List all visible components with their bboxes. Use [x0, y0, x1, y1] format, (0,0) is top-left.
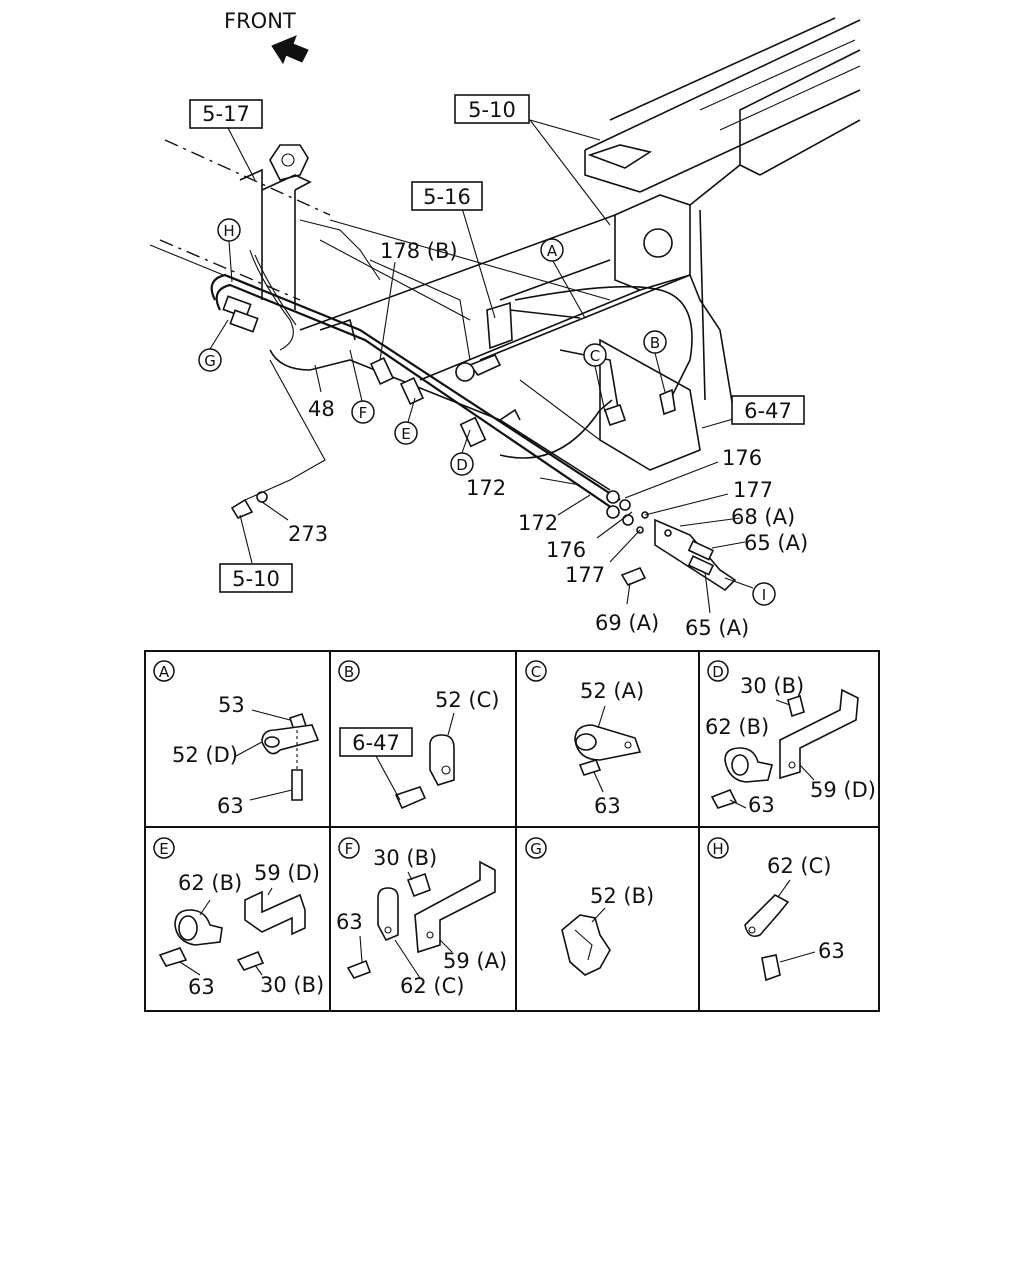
svg-text:59 (D): 59 (D) — [810, 778, 876, 802]
svg-text:E: E — [401, 425, 410, 443]
svg-text:62 (C): 62 (C) — [767, 854, 831, 878]
detail-grid — [144, 650, 880, 1012]
callout-b[interactable]: B — [643, 330, 667, 354]
detail-d: D 30 (B) 62 (B) 59 (D) 63 — [705, 660, 876, 817]
svg-text:H: H — [712, 840, 723, 858]
front-label: FRONT — [224, 9, 296, 33]
brake-pipes — [210, 249, 737, 592]
svg-text:5-16: 5-16 — [423, 185, 471, 209]
label-176-upper: 176 — [722, 446, 762, 470]
label-69a: 69 (A) — [595, 611, 659, 635]
label-65a-lower: 65 (A) — [685, 616, 749, 640]
svg-text:C: C — [531, 663, 541, 681]
svg-text:D: D — [456, 456, 468, 474]
callout-i[interactable]: I — [752, 582, 776, 606]
svg-text:H: H — [223, 222, 234, 240]
svg-text:D: D — [712, 663, 724, 681]
label-48: 48 — [308, 397, 335, 421]
front-arrow-icon — [271, 35, 309, 65]
svg-text:30 (B): 30 (B) — [373, 846, 437, 870]
svg-text:52 (A): 52 (A) — [580, 679, 644, 703]
callout-d[interactable]: D — [450, 452, 474, 476]
ref-box-5-17[interactable]: 5-17 — [189, 99, 263, 129]
label-178b: 178 (B) — [380, 239, 458, 263]
svg-text:I: I — [762, 586, 766, 604]
svg-text:30 (B): 30 (B) — [260, 973, 324, 997]
svg-text:53: 53 — [218, 693, 245, 717]
svg-text:A: A — [547, 242, 558, 260]
svg-text:5-10: 5-10 — [232, 567, 280, 591]
svg-text:E: E — [159, 840, 168, 858]
ref-box-5-10-bottom[interactable]: 5-10 — [219, 563, 293, 593]
svg-text:G: G — [204, 352, 216, 370]
label-273: 273 — [288, 522, 328, 546]
svg-text:A: A — [159, 663, 170, 681]
label-177-upper: 177 — [733, 478, 773, 502]
callout-e[interactable]: E — [394, 421, 418, 445]
svg-text:6-47: 6-47 — [744, 399, 792, 423]
svg-text:62 (B): 62 (B) — [178, 871, 242, 895]
svg-text:63: 63 — [188, 975, 215, 999]
callout-h[interactable]: H — [217, 218, 241, 242]
svg-text:6-47: 6-47 — [352, 731, 400, 755]
detail-f: F 30 (B) 63 59 (A) 62 (C) — [336, 837, 507, 998]
label-65a-upper: 65 (A) — [744, 531, 808, 555]
detail-c: C 52 (A) 63 — [525, 660, 644, 818]
svg-text:63: 63 — [217, 794, 244, 818]
svg-text:62 (B): 62 (B) — [705, 715, 769, 739]
svg-text:63: 63 — [336, 910, 363, 934]
svg-text:B: B — [344, 663, 354, 681]
detail-a: A 53 52 (D) 63 — [153, 660, 320, 818]
detail-h: H 62 (C) 63 — [707, 837, 845, 982]
svg-text:G: G — [530, 840, 542, 858]
svg-text:52 (B): 52 (B) — [590, 884, 654, 908]
svg-text:63: 63 — [818, 939, 845, 963]
callout-a[interactable]: A — [540, 238, 564, 262]
callout-g[interactable]: G — [198, 348, 222, 372]
detail-g: G 52 (B) — [525, 837, 654, 976]
callout-c[interactable]: C — [583, 343, 607, 367]
svg-text:30 (B): 30 (B) — [740, 674, 804, 698]
svg-text:B: B — [650, 334, 660, 352]
svg-text:62 (C): 62 (C) — [400, 974, 464, 998]
svg-text:59 (D): 59 (D) — [254, 861, 320, 885]
label-172-lower: 172 — [518, 511, 558, 535]
ref-box-5-10-top[interactable]: 5-10 — [454, 94, 530, 124]
svg-text:F: F — [359, 404, 368, 422]
svg-text:5-17: 5-17 — [202, 102, 250, 126]
svg-text:63: 63 — [748, 793, 775, 817]
svg-text:59 (A): 59 (A) — [443, 949, 507, 973]
label-68a: 68 (A) — [731, 505, 795, 529]
svg-text:5-10: 5-10 — [468, 98, 516, 122]
label-177-lower: 177 — [565, 563, 605, 587]
svg-text:52 (D): 52 (D) — [172, 743, 238, 767]
svg-text:52 (C): 52 (C) — [435, 688, 499, 712]
label-176-lower: 176 — [546, 538, 586, 562]
leader-lines — [209, 119, 754, 614]
label-172-upper: 172 — [466, 476, 506, 500]
chassis-frame — [149, 17, 861, 471]
ref-box-6-47[interactable]: 6-47 — [731, 395, 805, 425]
ref-box-5-16[interactable]: 5-16 — [411, 181, 483, 211]
svg-text:F: F — [345, 840, 354, 858]
callout-f[interactable]: F — [351, 400, 375, 424]
detail-e: E 62 (B) 59 (D) 63 30 (B) — [153, 837, 324, 999]
svg-text:63: 63 — [594, 794, 621, 818]
detail-b: B 52 (C) 6-47 — [338, 660, 499, 810]
svg-text:C: C — [590, 347, 600, 365]
